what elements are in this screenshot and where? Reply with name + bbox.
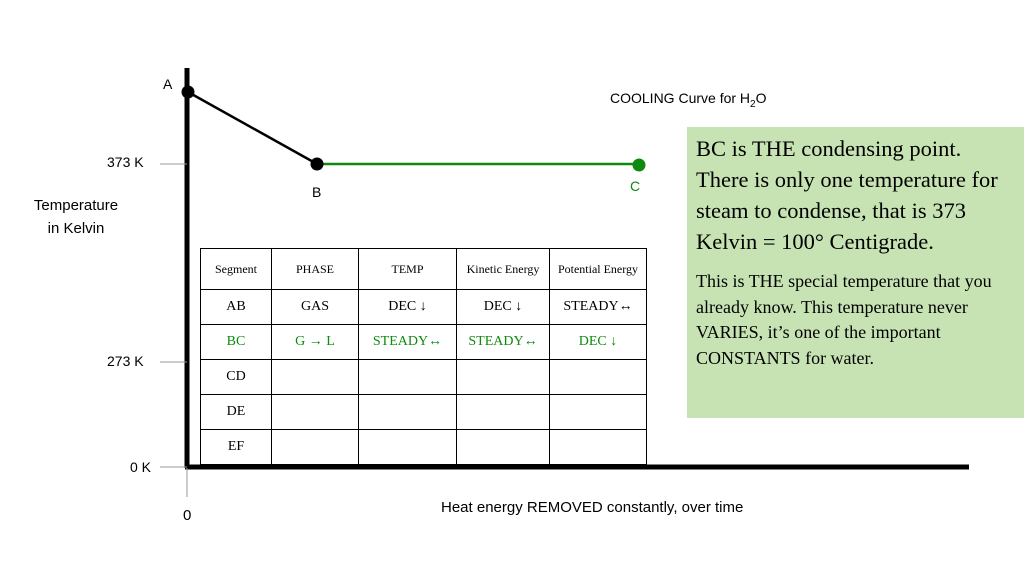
cell bbox=[271, 394, 359, 430]
cell bbox=[271, 429, 359, 465]
cell: DEC ↓ bbox=[549, 324, 647, 360]
cell bbox=[549, 429, 647, 465]
cell: G → L bbox=[271, 324, 359, 360]
cell: DE bbox=[200, 394, 272, 430]
header-potential: Potential Energy bbox=[549, 248, 647, 290]
point-b bbox=[310, 157, 324, 171]
y-tick-label-0: 0 K bbox=[130, 459, 152, 475]
y-axis-label: Temperature in Kelvin bbox=[33, 197, 119, 237]
header-temp: TEMP bbox=[358, 248, 457, 290]
y-tick-label-373: 373 K bbox=[107, 154, 144, 170]
cell bbox=[456, 429, 550, 465]
cell bbox=[358, 429, 457, 465]
segment-ab bbox=[187, 90, 318, 166]
point-a-label: A bbox=[163, 76, 173, 92]
point-c bbox=[632, 158, 646, 172]
x-origin-label: 0 bbox=[183, 507, 192, 524]
point-b-label: B bbox=[312, 184, 322, 200]
y-tick-label-273: 273 K bbox=[107, 353, 144, 369]
cell bbox=[358, 394, 457, 430]
note-main-text: BC is THE condensing point. There is onl… bbox=[696, 136, 998, 254]
cell bbox=[549, 394, 647, 430]
cell: AB bbox=[200, 289, 272, 325]
explanation-note: BC is THE condensing point. There is onl… bbox=[687, 127, 1024, 418]
cell: STEADY↔ bbox=[549, 289, 647, 325]
table-row: DE bbox=[200, 394, 647, 430]
cell: DEC ↓ bbox=[358, 289, 457, 325]
cell bbox=[456, 359, 550, 395]
cell: GAS bbox=[271, 289, 359, 325]
cell: CD bbox=[200, 359, 272, 395]
table-row: BC G → L STEADY↔ STEADY↔ DEC ↓ bbox=[200, 324, 647, 360]
point-a bbox=[181, 85, 195, 99]
table-row: EF bbox=[200, 429, 647, 465]
chart-title: COOLING Curve for H2O bbox=[610, 90, 767, 110]
x-axis-label: Heat energy REMOVED constantly, over tim… bbox=[441, 499, 744, 516]
header-phase: PHASE bbox=[271, 248, 359, 290]
table-row: AB GAS DEC ↓ DEC ↓ STEADY↔ bbox=[200, 289, 647, 325]
cell: DEC ↓ bbox=[456, 289, 550, 325]
header-kinetic: Kinetic Energy bbox=[456, 248, 550, 290]
note-sub-text: This is THE special temperature that you… bbox=[696, 271, 992, 368]
table-header-row: Segment PHASE TEMP Kinetic Energy Potent… bbox=[200, 248, 647, 290]
cell: STEADY↔ bbox=[358, 324, 457, 360]
point-c-label: C bbox=[630, 178, 641, 194]
cell: BC bbox=[200, 324, 272, 360]
cell bbox=[456, 394, 550, 430]
cell bbox=[549, 359, 647, 395]
cell bbox=[358, 359, 457, 395]
header-segment: Segment bbox=[200, 248, 272, 290]
segment-table: Segment PHASE TEMP Kinetic Energy Potent… bbox=[200, 248, 647, 465]
cell: EF bbox=[200, 429, 272, 465]
table-row: CD bbox=[200, 359, 647, 395]
cell bbox=[271, 359, 359, 395]
cell: STEADY↔ bbox=[456, 324, 550, 360]
